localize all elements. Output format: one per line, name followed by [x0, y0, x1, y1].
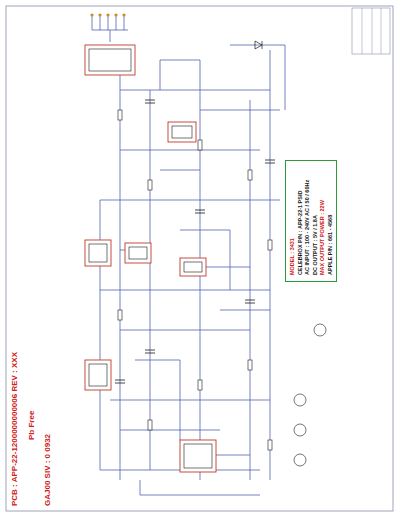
spec-line: DC OUTPUT : 5V / 1.8A	[312, 165, 320, 279]
wires	[92, 30, 285, 495]
wire	[180, 360, 181, 440]
capacitor-symbol	[145, 100, 155, 101]
pin-terminal	[90, 13, 93, 16]
spec-line: AC INPUT : 100 - 240V AC / 50 / 60Hz	[304, 165, 312, 279]
resistor-symbol	[198, 140, 202, 150]
capacitor-symbol	[195, 210, 205, 211]
wire	[200, 110, 280, 111]
title-block-rule	[381, 8, 382, 54]
wire	[120, 75, 121, 480]
ic-body	[89, 49, 131, 71]
pcb-note: PCB : APP-22-1200000000006 REV : XXX	[10, 352, 19, 506]
resistor-symbol	[268, 440, 272, 450]
wire	[100, 290, 270, 291]
sheet-frame	[6, 6, 393, 511]
ic-body	[172, 126, 192, 138]
resistor-symbol	[248, 360, 252, 370]
resistor-symbol	[248, 170, 252, 180]
ic-package	[85, 45, 135, 75]
wire	[285, 45, 286, 110]
spec-line: APPLE P/N : 661 - 4568	[327, 165, 335, 279]
ic-package	[180, 440, 216, 472]
wire	[270, 50, 271, 480]
resistor-symbol	[148, 420, 152, 430]
resistor-symbol	[198, 380, 202, 390]
wire	[150, 90, 151, 470]
resistor-symbol	[268, 240, 272, 250]
resistor-symbol	[148, 180, 152, 190]
connector-pin	[92, 16, 93, 30]
ic-body	[89, 364, 107, 386]
connector-pin	[100, 16, 101, 30]
wire	[230, 230, 231, 290]
wire	[120, 150, 260, 151]
wire	[100, 200, 280, 201]
wire	[160, 60, 200, 61]
pcb-note: GAJ00 SIV : 0 0932	[43, 434, 52, 506]
wire	[120, 90, 270, 91]
pin-terminal	[114, 13, 117, 16]
resistor-symbol	[118, 110, 122, 120]
capacitor-symbol	[115, 383, 125, 384]
wire	[160, 170, 200, 171]
pcb-note: Pb Free	[27, 411, 36, 440]
ic-package	[180, 258, 206, 276]
wire	[135, 360, 180, 361]
capacitor-symbol	[265, 160, 275, 161]
spec-line: CELEBROX P/N : APP-22-1 PSID	[297, 165, 305, 279]
capacitor-symbol	[245, 300, 255, 301]
wire	[215, 455, 250, 456]
spec-line: MAX OUTPUT POWER : 22W	[319, 165, 327, 279]
capacitor-symbol	[145, 350, 155, 351]
ic-package	[85, 360, 111, 390]
wire	[110, 400, 270, 401]
wire	[205, 267, 250, 268]
capacitor-symbol	[145, 103, 155, 104]
capacitor-symbol	[195, 213, 205, 214]
ic-body	[184, 444, 212, 468]
transistor-symbol	[294, 394, 306, 406]
ic-package	[85, 240, 111, 266]
wire	[140, 495, 260, 496]
transistor-symbol	[294, 454, 306, 466]
diode-symbol	[255, 41, 262, 49]
pin-terminal	[98, 13, 101, 16]
wire	[120, 330, 250, 331]
wire	[230, 45, 285, 46]
transistor-symbol	[314, 324, 326, 336]
transistor-symbol	[294, 424, 306, 436]
wire	[120, 430, 220, 431]
ic-package	[168, 122, 196, 142]
capacitor-symbol	[145, 353, 155, 354]
connector-pin	[124, 16, 125, 30]
ic-package	[125, 243, 151, 263]
title-block-rule	[372, 8, 373, 54]
title-block-rule	[362, 8, 363, 54]
ic-body	[129, 247, 147, 259]
wire	[220, 310, 270, 311]
spec-box: MODEL : 3431CELEBROX P/N : APP-22-1 PSID…	[285, 160, 337, 282]
spec-text-group: MODEL : 3431CELEBROX P/N : APP-22-1 PSID…	[289, 165, 334, 279]
pin-terminal	[122, 13, 125, 16]
pin-terminal	[106, 13, 109, 16]
ic-body	[89, 244, 107, 262]
resistor-symbol	[118, 310, 122, 320]
capacitor-symbol	[265, 163, 275, 164]
capacitor-symbol	[115, 380, 125, 381]
connector-pin	[116, 16, 117, 30]
wire	[160, 60, 161, 90]
wire	[180, 230, 230, 231]
ic-body	[184, 262, 202, 272]
connector-pin	[108, 16, 109, 30]
wire	[140, 480, 141, 495]
spec-line: MODEL : 3431	[289, 165, 297, 279]
capacitor-symbol	[245, 303, 255, 304]
title-block	[352, 8, 390, 54]
wire	[110, 30, 111, 42]
